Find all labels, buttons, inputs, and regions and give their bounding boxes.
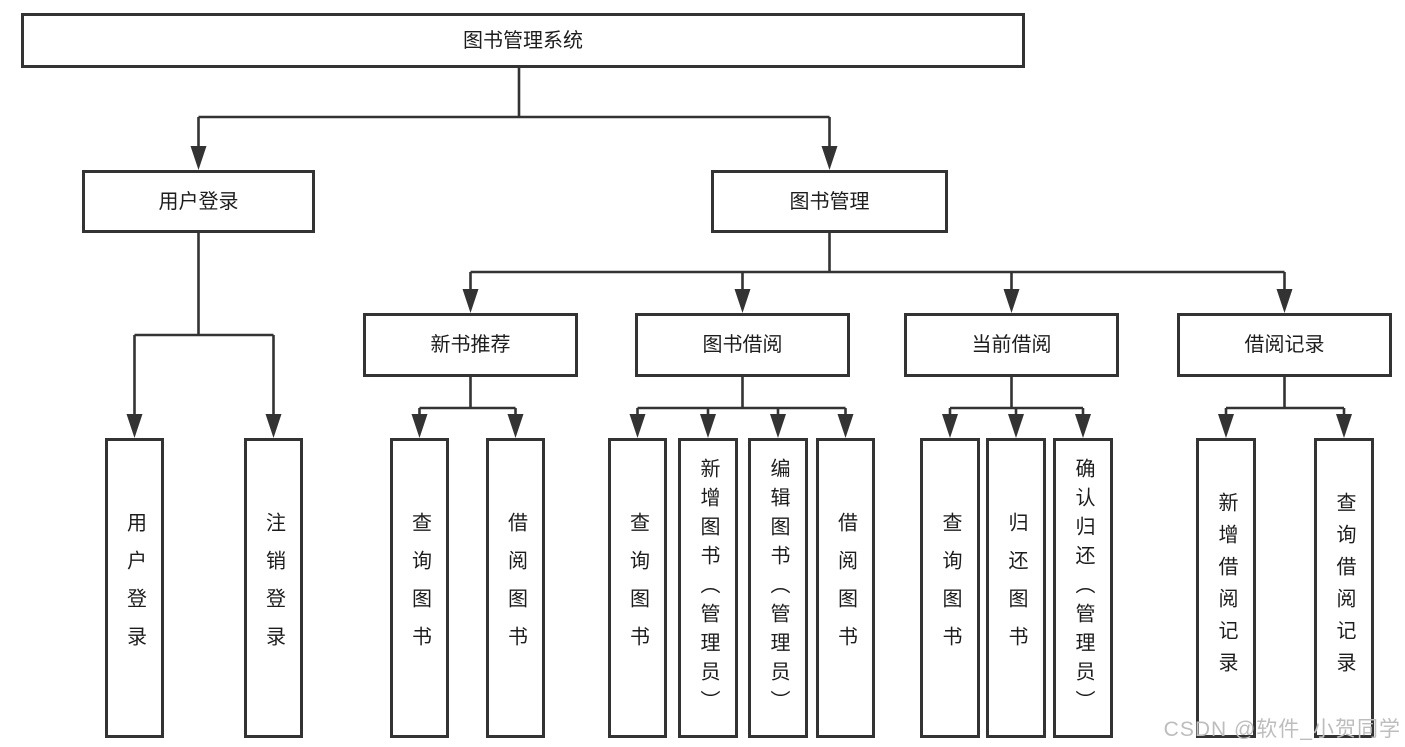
node-root: 图书管理系统 [21,13,1025,68]
node-user-login: 用户登录 [82,170,315,233]
leaf-add-borrow-record: 新增借阅记录 [1196,438,1256,738]
leaf-confirm-return-admin-label: 确认归还（管理员） [1072,457,1094,719]
leaf-add-books-admin-label: 新增图书（管理员） [697,457,719,719]
connector-root-to-level1 [190,68,838,170]
connector-new-book-children [411,377,524,438]
leaf-borrow-query-books: 查询图书 [608,438,667,738]
leaf-query-borrow-record: 查询借阅记录 [1314,438,1374,738]
node-book-borrow: 图书借阅 [635,313,850,377]
connector-current-borrow-children [942,377,1091,438]
leaf-add-borrow-record-label: 新增借阅记录 [1215,492,1237,684]
leaf-user-login: 用户登录 [105,438,164,738]
connector-book-management-to-level2 [462,233,1293,313]
node-user-login-label: 用户登录 [158,190,239,213]
leaf-logout: 注销登录 [244,438,303,738]
node-book-management: 图书管理 [711,170,948,233]
node-new-book-recommend: 新书推荐 [363,313,578,377]
leaf-borrow-borrow-books-label: 借阅图书 [834,512,857,664]
connector-borrow-records-children [1218,377,1352,438]
leaf-user-login-label: 用户登录 [123,512,146,664]
leaf-query-borrow-record-label: 查询借阅记录 [1333,492,1355,684]
leaf-newbook-query-books: 查询图书 [390,438,449,738]
connector-book-borrow-children [629,377,854,438]
leaf-borrow-query-books-label: 查询图书 [626,512,649,664]
leaf-add-books-admin: 新增图书（管理员） [678,438,738,738]
node-root-label: 图书管理系统 [463,29,583,52]
leaf-current-query-books-label: 查询图书 [939,512,961,664]
leaf-confirm-return-admin: 确认归还（管理员） [1053,438,1113,738]
node-book-management-label: 图书管理 [789,190,870,213]
leaf-newbook-query-books-label: 查询图书 [408,512,431,664]
leaf-newbook-borrow-books-label: 借阅图书 [504,512,527,664]
leaf-edit-books-admin-label: 编辑图书（管理员） [767,457,789,719]
node-current-borrow-label: 当前借阅 [971,334,1052,356]
leaf-current-query-books: 查询图书 [920,438,980,738]
node-borrow-records-label: 借阅记录 [1244,334,1325,356]
node-current-borrow: 当前借阅 [904,313,1119,377]
leaf-edit-books-admin: 编辑图书（管理员） [748,438,808,738]
node-book-borrow-label: 图书借阅 [702,334,783,356]
leaf-return-books-label: 归还图书 [1005,512,1027,664]
node-new-book-recommend-label: 新书推荐 [430,334,511,356]
leaf-newbook-borrow-books: 借阅图书 [486,438,545,738]
node-borrow-records: 借阅记录 [1177,313,1392,377]
leaf-return-books: 归还图书 [986,438,1046,738]
leaf-logout-label: 注销登录 [262,512,285,664]
leaf-borrow-borrow-books: 借阅图书 [816,438,875,738]
connector-user-login-children [126,233,282,438]
csdn-watermark: CSDN @软件_小贺同学 [1163,718,1401,741]
